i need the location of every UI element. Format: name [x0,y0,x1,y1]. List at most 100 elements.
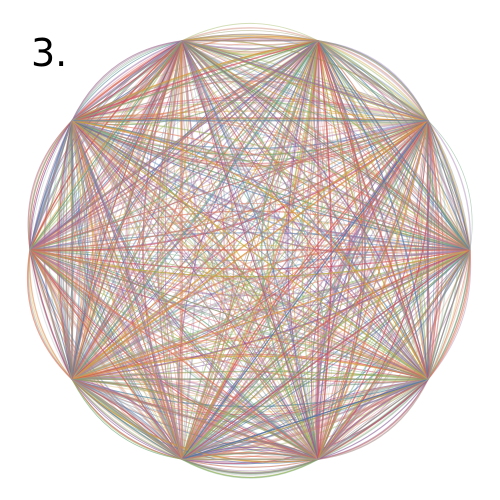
chord-line [427,120,473,251]
spoke-line [71,40,183,380]
chord-line [427,249,471,380]
chord-line [29,40,319,251]
chord-line [181,40,320,460]
chord-line [71,40,183,122]
chord-line [427,120,471,251]
chord-line [181,40,471,251]
chord-line [29,40,319,251]
chord-line [29,249,73,380]
chord-line [181,458,319,479]
chord-line [71,120,183,460]
chord-line [71,378,183,460]
chord-line [29,249,319,460]
chord-line [27,120,73,251]
chord-line [71,379,183,460]
chord-line [28,249,73,380]
chord-line [29,249,73,380]
chord-line [427,249,471,380]
chord-line [71,40,183,380]
chord-line [181,30,319,42]
chord-line [29,249,319,460]
chord-line [181,40,319,460]
spoke-line [181,40,319,460]
chord-line [71,120,429,380]
chord-line [29,40,319,251]
chord-line [181,442,319,460]
chord-line [69,120,183,460]
chord-line [71,99,429,122]
chord-line [71,40,183,380]
chord-line [71,40,183,122]
chord-line [29,249,319,460]
chord-line [29,120,73,251]
chord-line [71,40,183,121]
chord-line [29,249,319,460]
chord-line [181,458,319,473]
chord-line [427,249,471,380]
chord-line [181,35,319,42]
chord-line [29,40,319,251]
chord-line [317,378,429,460]
chord-line [181,30,319,42]
chord-line [181,40,471,251]
chord-line [29,219,471,251]
chord-line [317,40,429,380]
chord-line [29,249,319,460]
chord-line [71,337,429,380]
spoke-line [181,40,429,380]
chord-line [29,249,471,270]
chord-line [71,40,187,380]
chord-line [317,378,429,460]
chord-line [317,40,429,380]
chord-line [317,40,429,122]
chord-line [71,40,189,380]
chord-line [71,120,429,380]
chord-line [71,378,429,423]
chord-line [181,458,319,475]
spoke-line [71,378,319,460]
chord-line [71,379,183,460]
chord-line [181,249,471,460]
chord-line [181,40,319,460]
chord-line [181,458,319,472]
chord-line [317,40,429,122]
chord-line [181,40,471,251]
chord-line [29,120,73,251]
chord-line [181,37,319,42]
chord-line [317,120,433,460]
chord-line [71,378,183,460]
chord-line [427,120,472,251]
chord-line [317,120,437,460]
chord-line [181,458,319,478]
chord-line [26,249,73,380]
chord-line [317,40,429,121]
spoke-line [181,40,429,122]
chord-line [317,378,429,460]
chord-line [71,40,183,121]
chord-line [71,120,429,380]
chord-line [71,40,183,122]
chord-line [317,40,429,122]
chord-line [427,249,471,380]
chord-line [29,228,471,251]
chord-line [427,120,471,251]
chord-line [179,40,319,460]
chord-line [181,40,471,251]
chord-line [427,249,471,380]
spoke-line [317,120,429,460]
spoke-line [71,120,319,460]
chord-line [71,120,429,380]
chord-line [427,120,471,251]
chord-line [317,378,429,460]
chord-line [71,120,429,380]
chord-line [181,40,319,460]
spoke-line [181,40,471,251]
spoke-line [71,120,471,251]
chord-line [29,120,73,251]
chord-line [317,40,429,121]
chord-line [427,249,471,380]
chord-line [317,378,429,460]
chord-line [181,40,319,460]
